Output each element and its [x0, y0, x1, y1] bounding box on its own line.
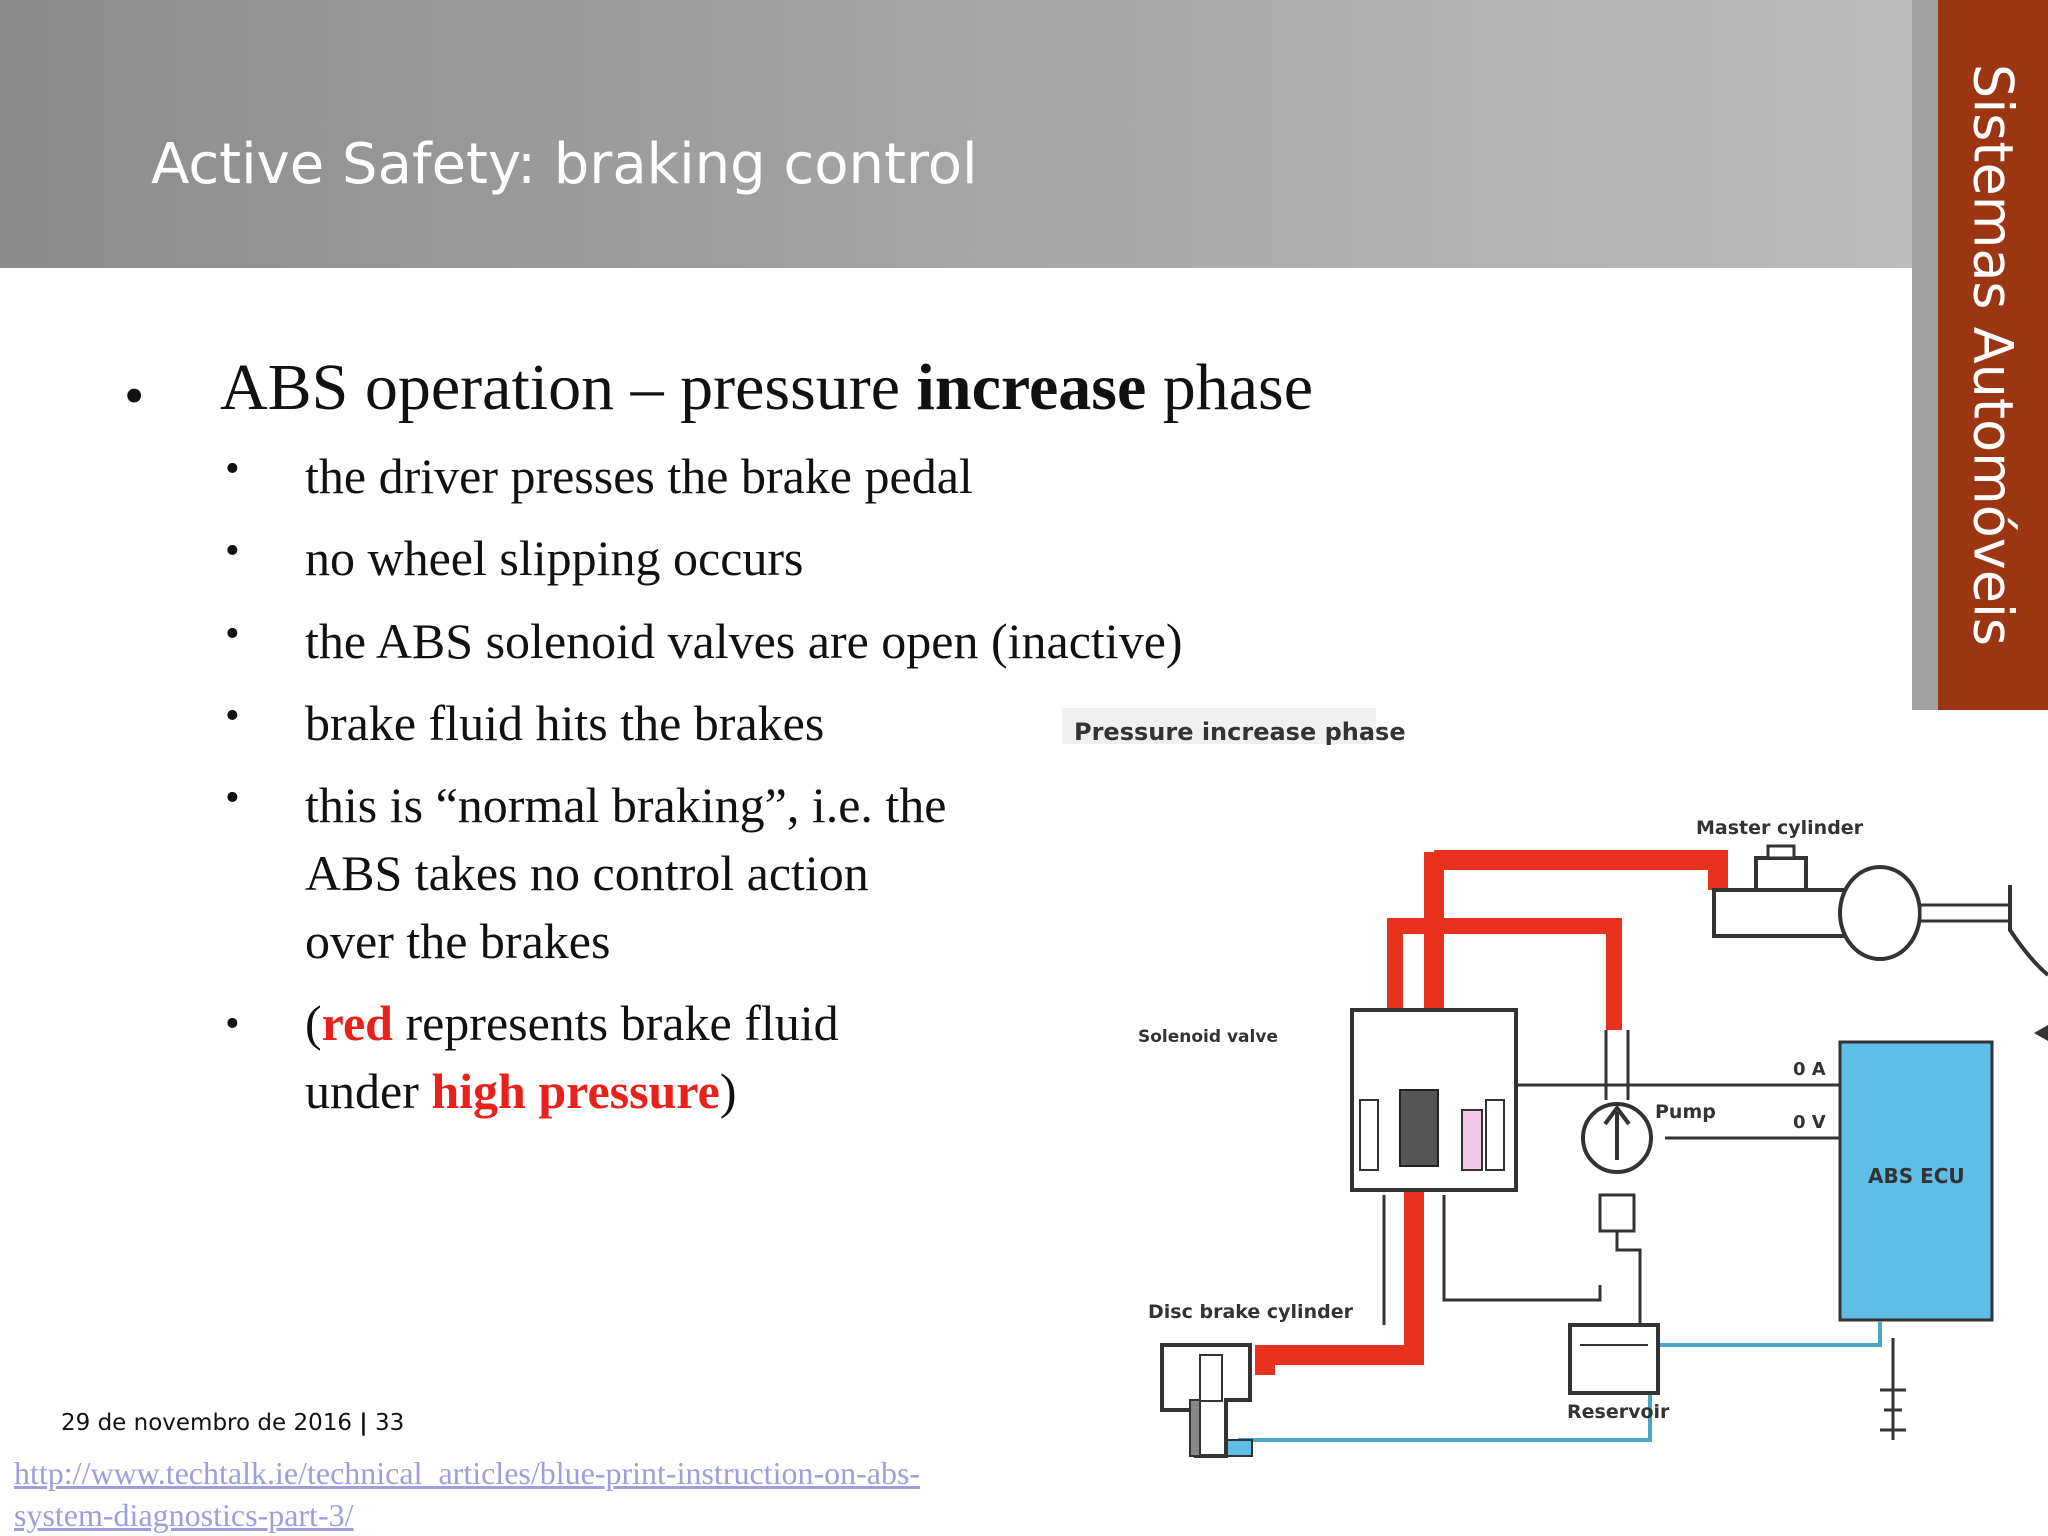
- sub-bullet-4: brake fluid hits the brakes: [305, 695, 825, 751]
- pump-line: [1604, 1030, 1630, 1100]
- red-word: red: [321, 995, 393, 1051]
- legend-text: represents brake fluid: [392, 995, 839, 1051]
- label-abs-ecu: ABS ECU: [1868, 1164, 1965, 1188]
- master-cylinder-body: [1712, 888, 1846, 938]
- diagram-title: Pressure increase phase: [1074, 718, 1406, 746]
- brake-disc: [1189, 1399, 1201, 1457]
- pump-arrow: [1603, 1104, 1631, 1160]
- main-bullet-marker: •: [124, 363, 145, 428]
- main-bullet-bold: increase: [916, 351, 1147, 424]
- sub-bullet-marker: •: [225, 528, 240, 574]
- label-pump: Pump: [1655, 1101, 1716, 1123]
- line: [1442, 1195, 1602, 1302]
- footer-separator: |: [359, 1410, 368, 1436]
- sub-bullet-3: the ABS solenoid valves are open (inacti…: [305, 613, 1183, 669]
- solenoid-valve: [1350, 1008, 1518, 1192]
- master-cylinder-reservoir: [1754, 856, 1808, 892]
- sub-bullet-6: (red represents brake fluid under high p…: [305, 989, 839, 1125]
- sub-bullet-marker: •: [225, 1001, 240, 1047]
- sub-bullet-5-line: over the brakes: [305, 913, 611, 969]
- source-link-line[interactable]: system-diagnostics-part-3/: [14, 1497, 354, 1533]
- sub-bullet-2: no wheel slipping occurs: [305, 530, 804, 586]
- brake-line-valve: [1387, 858, 1442, 1068]
- disc-brake-cylinder: [1160, 1343, 1252, 1458]
- sensor-wire: [1238, 1322, 1882, 1452]
- sub-bullet-5-line: ABS takes no control action: [305, 845, 869, 901]
- main-bullet-suffix: phase: [1146, 351, 1314, 424]
- brake-booster: [1838, 865, 1922, 961]
- label-master-cylinder: Master cylinder: [1696, 817, 1864, 839]
- pushrod: [1918, 903, 2012, 923]
- footer-date-text: 29 de novembro de 2016: [61, 1410, 352, 1436]
- reservoir-body: [1568, 1323, 1660, 1395]
- sub-bullet-6-line-2: under high pressure): [305, 1057, 839, 1125]
- master-cylinder: [1712, 844, 2048, 977]
- sub-bullet-marker: •: [225, 775, 240, 821]
- sub-bullet-5-line: this is “normal braking”, i.e. the: [305, 777, 947, 833]
- pump-check-valve: [1598, 1193, 1636, 1233]
- main-bullet-text: ABS operation – pressure increase phase: [220, 350, 1313, 426]
- sub-bullet-marker: •: [225, 693, 240, 739]
- label-reservoir: Reservoir: [1567, 1401, 1670, 1423]
- sub-bullet-marker: •: [225, 611, 240, 657]
- label-disc-brake: Disc brake cylinder: [1148, 1301, 1354, 1323]
- arrow-icon: [2034, 1025, 2048, 1041]
- valve-core: [1399, 1089, 1439, 1167]
- page-number: 33: [375, 1410, 405, 1436]
- legend-text-2: under: [305, 1063, 432, 1119]
- sub-bullet-6-line-1: (red represents brake fluid: [305, 989, 839, 1057]
- main-bullet-prefix: ABS operation – pressure: [220, 351, 917, 424]
- sub-bullet-marker: •: [225, 446, 240, 492]
- high-pressure-words: high pressure: [431, 1063, 720, 1119]
- slide-title: Active Safety: braking control: [151, 132, 978, 197]
- label-solenoid-valve: Solenoid valve: [1138, 1027, 1278, 1047]
- label-signal-a: 0 A: [1793, 1059, 1826, 1080]
- paren-open: (: [305, 995, 322, 1051]
- abs-ecu: [1838, 1040, 1994, 1322]
- solenoid-coil: [1485, 1099, 1505, 1171]
- label-signal-v: 0 V: [1793, 1112, 1826, 1133]
- side-stripe: [1912, 0, 1938, 710]
- source-link[interactable]: http://www.techtalk.ie/technical_article…: [14, 1452, 920, 1536]
- diagram-title-bg: [1062, 708, 1376, 744]
- paren-close: ): [719, 1063, 737, 1119]
- slide-header: Active Safety: braking control: [0, 0, 1912, 268]
- footer-date: 29 de novembro de 2016 | 33: [61, 1410, 404, 1436]
- side-tab-label: Sistemas Automóveis: [1961, 63, 2025, 647]
- solenoid-coil: [1359, 1099, 1379, 1171]
- source-link-line[interactable]: http://www.techtalk.ie/technical_article…: [14, 1455, 921, 1491]
- sub-bullet-5: this is “normal braking”, i.e. the ABS t…: [305, 771, 947, 975]
- brake-line-pump: [1434, 918, 1622, 1030]
- master-cylinder-cap: [1766, 844, 1796, 860]
- sub-bullet-1: the driver presses the brake pedal: [305, 448, 973, 504]
- pump: [1581, 1030, 1653, 1233]
- brake-pedal: [2008, 885, 2048, 977]
- solenoid-armature: [1461, 1109, 1483, 1171]
- abs-diagram: Pressure increase phase Master cylinder …: [1062, 708, 2048, 1458]
- side-tab: [1938, 0, 2048, 710]
- caliper-piston: [1199, 1354, 1223, 1402]
- reservoir: [1568, 1323, 1660, 1395]
- ground-icon: [1880, 1388, 1906, 1432]
